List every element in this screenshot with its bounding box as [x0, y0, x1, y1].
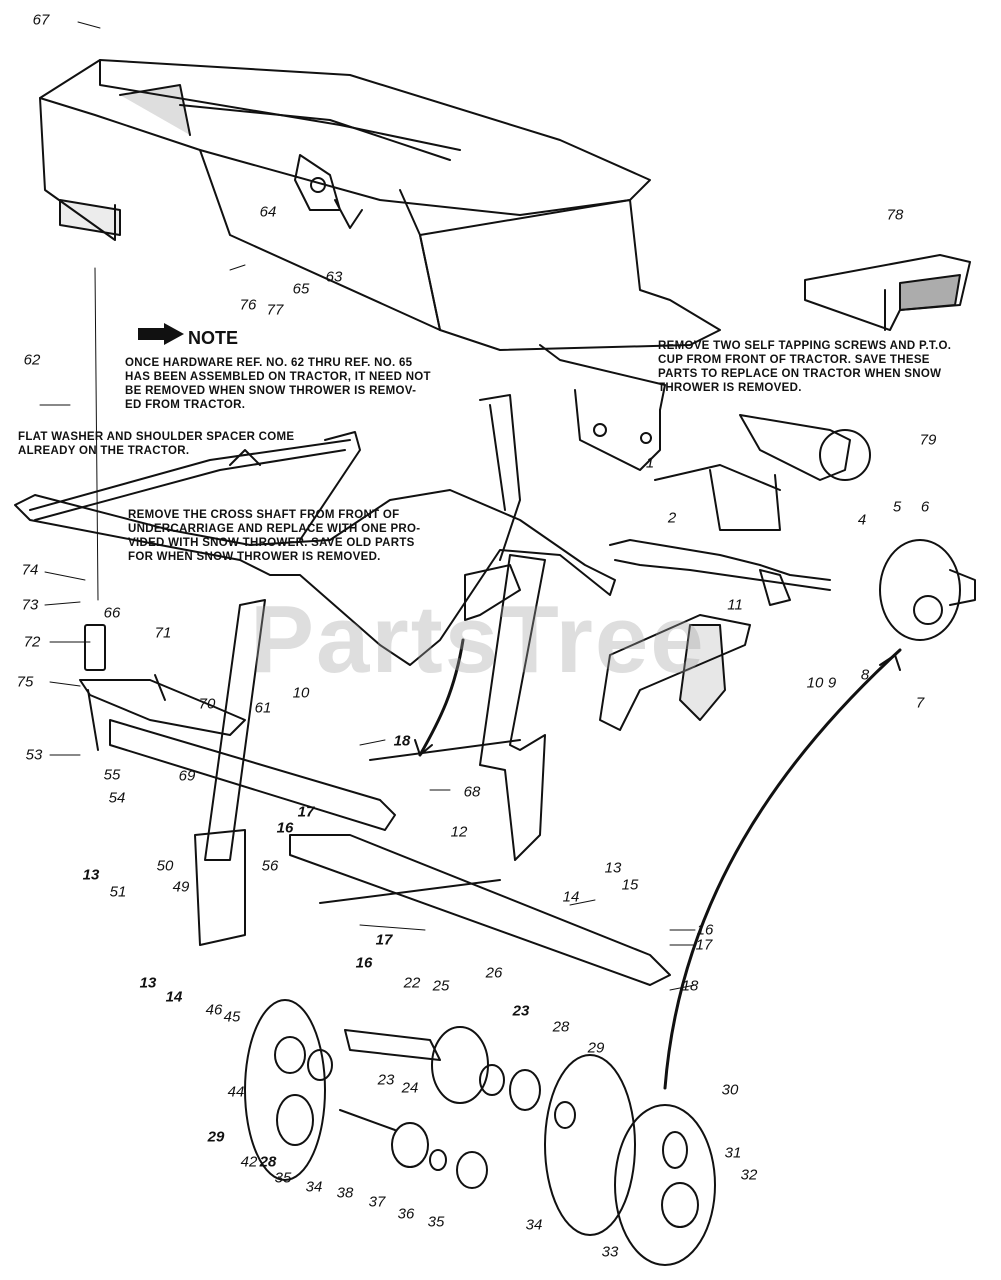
- part-label-18: 18: [393, 732, 411, 750]
- part-label-14: 14: [562, 888, 580, 906]
- part-label-11: 11: [727, 596, 743, 614]
- part-label-71: 71: [154, 624, 172, 642]
- part-label-63: 63: [325, 268, 343, 286]
- part-label-53: 53: [25, 746, 43, 764]
- part-label-16: 16: [355, 954, 373, 972]
- part-label-14: 14: [165, 988, 183, 1006]
- part-label-56: 56: [261, 857, 279, 875]
- part-label-64: 64: [259, 203, 277, 221]
- part-label-45: 45: [223, 1008, 241, 1026]
- part-label-29: 29: [587, 1039, 605, 1057]
- part-label-15: 15: [621, 876, 639, 894]
- annotation-washer: FLAT WASHER AND SHOULDER SPACER COME ALR…: [18, 431, 295, 457]
- part-label-10: 10: [806, 674, 824, 692]
- part-label-35: 35: [427, 1213, 445, 1231]
- part-label-7: 7: [915, 694, 925, 712]
- part-label-17: 17: [375, 931, 393, 949]
- part-label-65: 65: [292, 280, 310, 298]
- part-label-2: 2: [667, 509, 677, 527]
- part-label-34: 34: [525, 1216, 543, 1234]
- note-text: ONCE HARDWARE REF. NO. 62 THRU REF. NO. …: [125, 357, 431, 411]
- gearbox-right: [879, 539, 976, 641]
- part-label-6: 6: [920, 498, 930, 516]
- part-label-17: 17: [695, 936, 713, 954]
- part-label-66: 66: [103, 604, 121, 622]
- part-label-75: 75: [16, 673, 34, 691]
- part-label-42: 42: [240, 1153, 258, 1171]
- part-label-51: 51: [109, 883, 127, 901]
- annotation-cross-shaft: REMOVE THE CROSS SHAFT FROM FRONT OF UND…: [128, 509, 421, 563]
- part-label-62: 62: [23, 351, 41, 369]
- part-label-68: 68: [463, 783, 481, 801]
- part-label-61: 61: [254, 699, 272, 717]
- drive-chain: [663, 648, 902, 1090]
- part-label-24: 24: [401, 1079, 419, 1097]
- part-label-55: 55: [103, 766, 121, 784]
- part-label-28: 28: [552, 1018, 570, 1036]
- part-label-50: 50: [156, 857, 174, 875]
- part-label-10: 10: [292, 684, 310, 702]
- part-label-46: 46: [205, 1001, 223, 1019]
- part-label-33: 33: [601, 1243, 619, 1261]
- part-label-17: 17: [297, 803, 315, 821]
- part-label-79: 79: [919, 431, 937, 449]
- part-label-9: 9: [827, 674, 837, 692]
- part-label-8: 8: [860, 666, 870, 684]
- part-label-26: 26: [485, 964, 503, 982]
- part-label-74: 74: [21, 561, 39, 579]
- part-label-4: 4: [857, 511, 867, 529]
- part-label-28: 28: [259, 1153, 277, 1171]
- part-label-76: 76: [239, 296, 257, 314]
- part-label-12: 12: [450, 823, 468, 841]
- part-label-23: 23: [377, 1071, 395, 1089]
- part-label-16: 16: [276, 819, 294, 837]
- part-label-37: 37: [368, 1193, 386, 1211]
- lift-arms: [194, 554, 751, 946]
- part-label-34: 34: [305, 1178, 323, 1196]
- part-label-1: 1: [645, 454, 655, 472]
- part-label-30: 30: [721, 1081, 739, 1099]
- part-label-38: 38: [336, 1184, 354, 1202]
- part-label-49: 49: [172, 878, 190, 896]
- part-label-25: 25: [432, 977, 450, 995]
- part-label-78: 78: [886, 206, 904, 224]
- part-label-77: 77: [266, 301, 284, 319]
- part-label-16: 16: [696, 921, 714, 939]
- part-label-13: 13: [604, 859, 622, 877]
- annotation-pto-screws: REMOVE TWO SELF TAPPING SCREWS AND P.T.O…: [658, 340, 952, 394]
- part-label-73: 73: [21, 596, 39, 614]
- watermark: PartsTree: [250, 586, 706, 693]
- part-label-5: 5: [892, 498, 902, 516]
- part-label-72: 72: [23, 633, 41, 651]
- part-label-13: 13: [139, 974, 157, 992]
- part-label-54: 54: [108, 789, 126, 807]
- part-label-18: 18: [681, 977, 699, 995]
- driveline: [609, 414, 871, 606]
- bracket-assembly: [79, 624, 671, 986]
- part-label-35: 35: [274, 1169, 292, 1187]
- part-label-69: 69: [178, 767, 196, 785]
- gear-assembly: [244, 999, 716, 1266]
- part-label-32: 32: [740, 1166, 758, 1184]
- note-title: NOTE: [188, 328, 239, 348]
- part-label-67: 67: [32, 11, 50, 29]
- part-label-36: 36: [397, 1205, 415, 1223]
- shield-bracket: [804, 254, 971, 331]
- tractor-frame: [39, 59, 721, 471]
- note-arrow-icon: [138, 323, 184, 345]
- part-label-22: 22: [403, 974, 421, 992]
- part-label-23: 23: [512, 1002, 530, 1020]
- part-label-44: 44: [227, 1083, 245, 1101]
- part-label-70: 70: [198, 695, 216, 713]
- part-label-31: 31: [724, 1144, 742, 1162]
- part-label-29: 29: [207, 1128, 225, 1146]
- part-label-13: 13: [82, 866, 100, 884]
